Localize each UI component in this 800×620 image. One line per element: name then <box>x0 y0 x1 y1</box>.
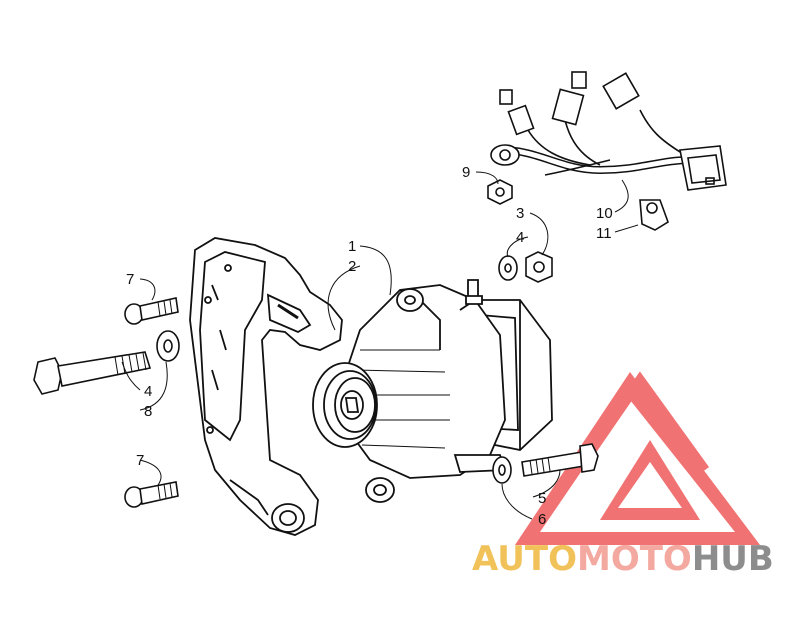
callout-4-left: 4 <box>144 383 152 400</box>
washer-6 <box>492 456 512 484</box>
callout-5: 5 <box>538 490 546 507</box>
callout-11: 11 <box>596 225 612 242</box>
bolt-7-lower <box>124 481 179 508</box>
callout-8: 8 <box>144 403 152 420</box>
watermark-hub: HUB <box>692 539 774 579</box>
callout-10: 10 <box>596 205 613 222</box>
watermark-text: AUTOMOTOHUB <box>472 539 774 579</box>
logo-icon <box>515 371 760 545</box>
nut-9 <box>487 179 513 205</box>
watermark-moto: MOTO <box>577 539 692 579</box>
callout-1: 1 <box>348 238 356 255</box>
callout-6: 6 <box>538 511 546 528</box>
bolt-5 <box>521 443 599 477</box>
leader-lines <box>121 171 639 520</box>
callout-7-upper: 7 <box>126 271 134 288</box>
callout-2: 2 <box>348 258 356 275</box>
washer-nut-upper <box>498 251 553 283</box>
washer-4-left <box>156 330 180 362</box>
long-bolt-8 <box>33 351 152 395</box>
svg-text:AUTOMOTOHUB: AUTOMOTOHUB <box>472 539 774 579</box>
alternator <box>312 279 553 503</box>
callout-3: 3 <box>516 205 524 222</box>
callout-9: 9 <box>462 164 470 181</box>
callout-4-upper: 4 <box>516 229 524 246</box>
cable-clip <box>639 199 669 231</box>
mounting-bracket <box>189 237 343 536</box>
wiring-harness <box>490 71 727 191</box>
watermark-auto: AUTO <box>472 539 577 579</box>
bolt-7-upper <box>124 297 179 325</box>
callout-7-lower: 7 <box>136 452 144 469</box>
